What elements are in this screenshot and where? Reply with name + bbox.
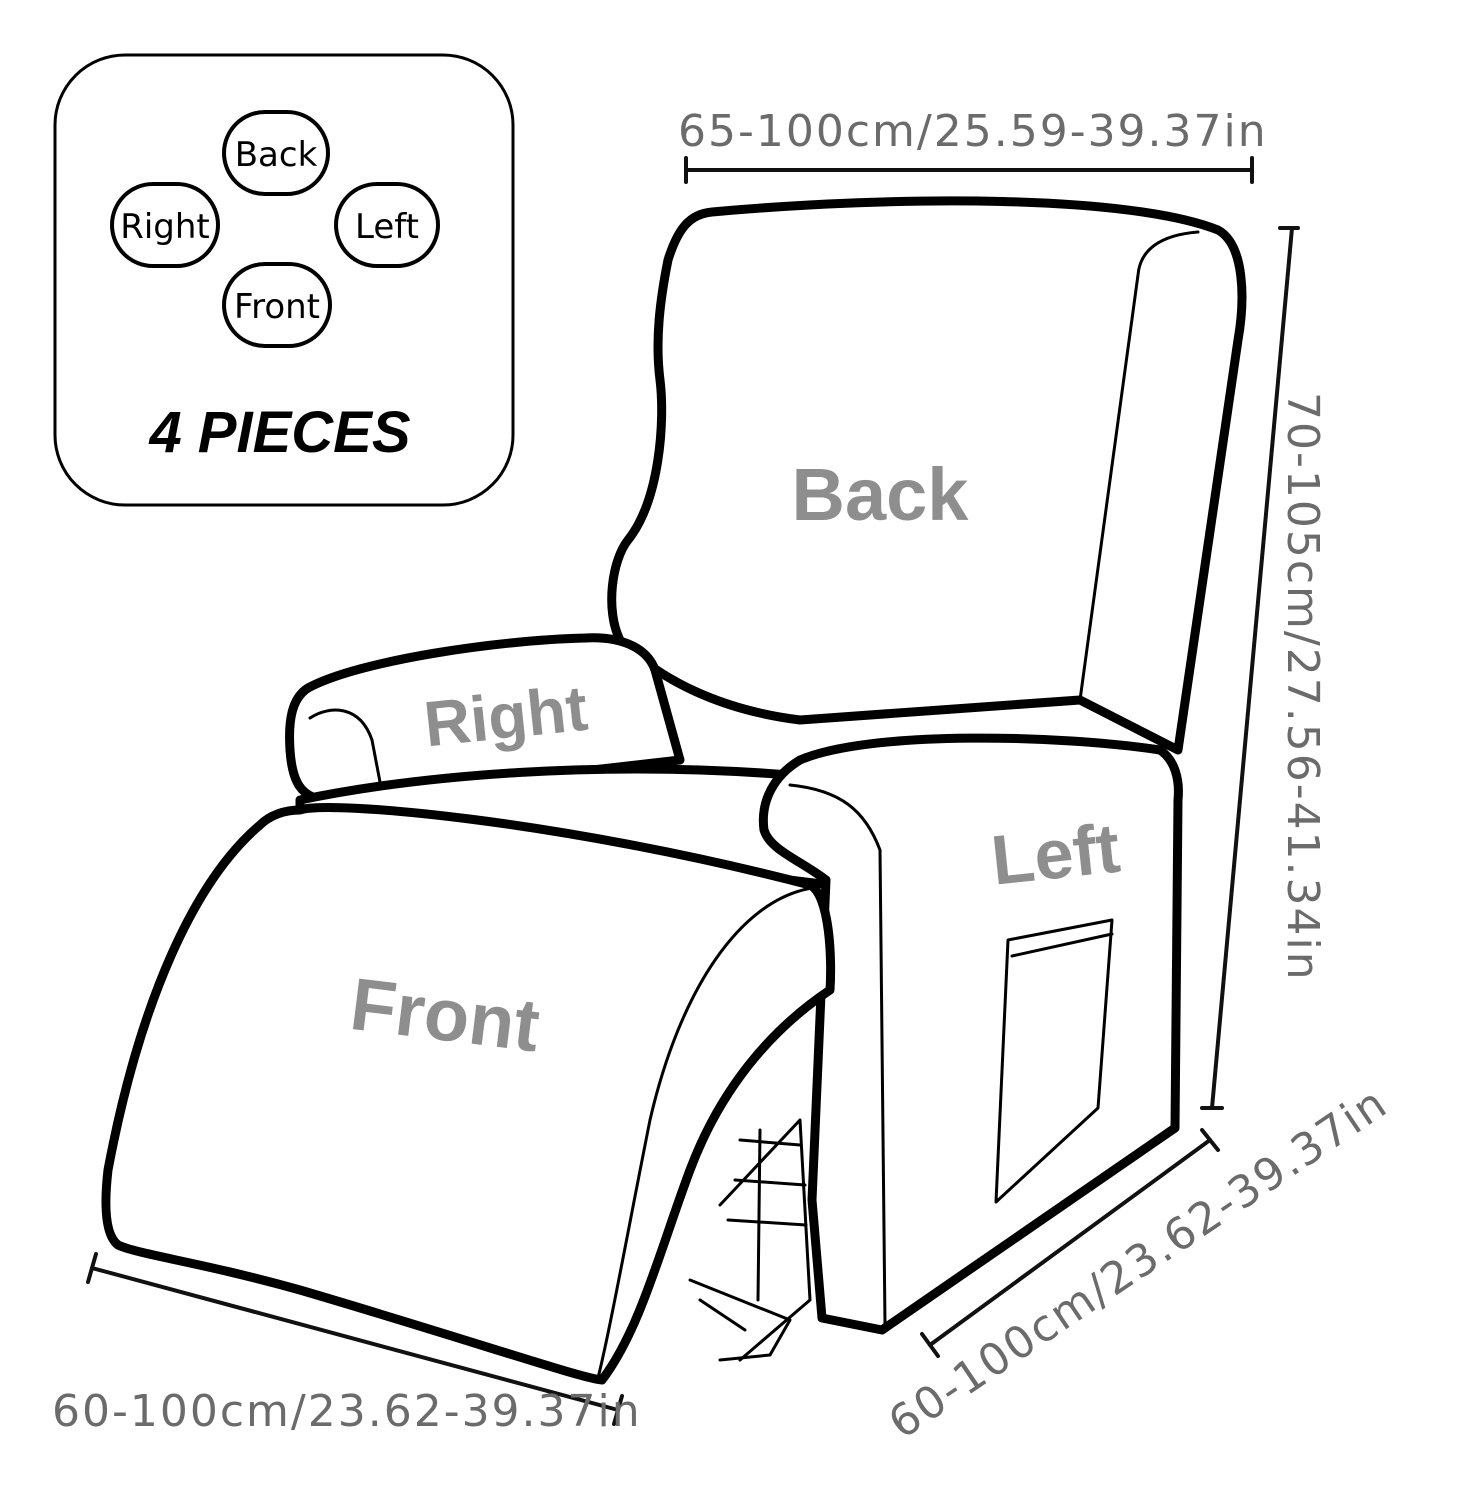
- front-piece: [101, 803, 836, 1385]
- right-arm-piece: [285, 633, 685, 805]
- dimension-top: 65-100cm/25.59-39.37in: [678, 106, 1268, 184]
- dimension-front: 60-100cm/23.62-39.37in: [52, 1252, 642, 1437]
- legend-pill-right: Right: [110, 182, 220, 268]
- back-wing-seam: [1078, 230, 1200, 702]
- legend-pill-back-label: Back: [235, 135, 318, 175]
- left-label: Left: [988, 809, 1124, 900]
- legend-pill-front-label: Front: [234, 287, 320, 327]
- legend-pill-right-label: Right: [120, 207, 210, 247]
- recliner-mechanism: [688, 1118, 812, 1362]
- left-arm-piece: [758, 733, 1183, 1335]
- left-arm-seam: [788, 783, 887, 1327]
- side-pocket-hem: [1010, 932, 1114, 958]
- front-piece-seam: [596, 886, 814, 1380]
- legend-pill-left: Left: [334, 182, 440, 268]
- right-arm-seam: [308, 708, 382, 784]
- legend-pill-back: Back: [222, 110, 330, 196]
- dimension-top-label: 65-100cm/25.59-39.37in: [678, 106, 1268, 157]
- right-label: Right: [421, 672, 591, 761]
- legend-panel: Back Right Left Front 4 PIECES: [53, 53, 515, 507]
- legend-pill-front: Front: [222, 262, 332, 348]
- recliner-illustration: [101, 196, 1247, 1385]
- dimension-front-label: 60-100cm/23.62-39.37in: [52, 1386, 642, 1437]
- dimension-height-label: 70-105cm/27.56-41.34in: [1277, 392, 1328, 982]
- side-pocket: [994, 918, 1114, 1204]
- back-label: Back: [792, 453, 970, 536]
- legend-count-label: 4 PIECES: [148, 400, 410, 465]
- legend-pill-left-label: Left: [355, 207, 419, 247]
- dimension-height: 70-105cm/27.56-41.34in: [1200, 226, 1328, 1110]
